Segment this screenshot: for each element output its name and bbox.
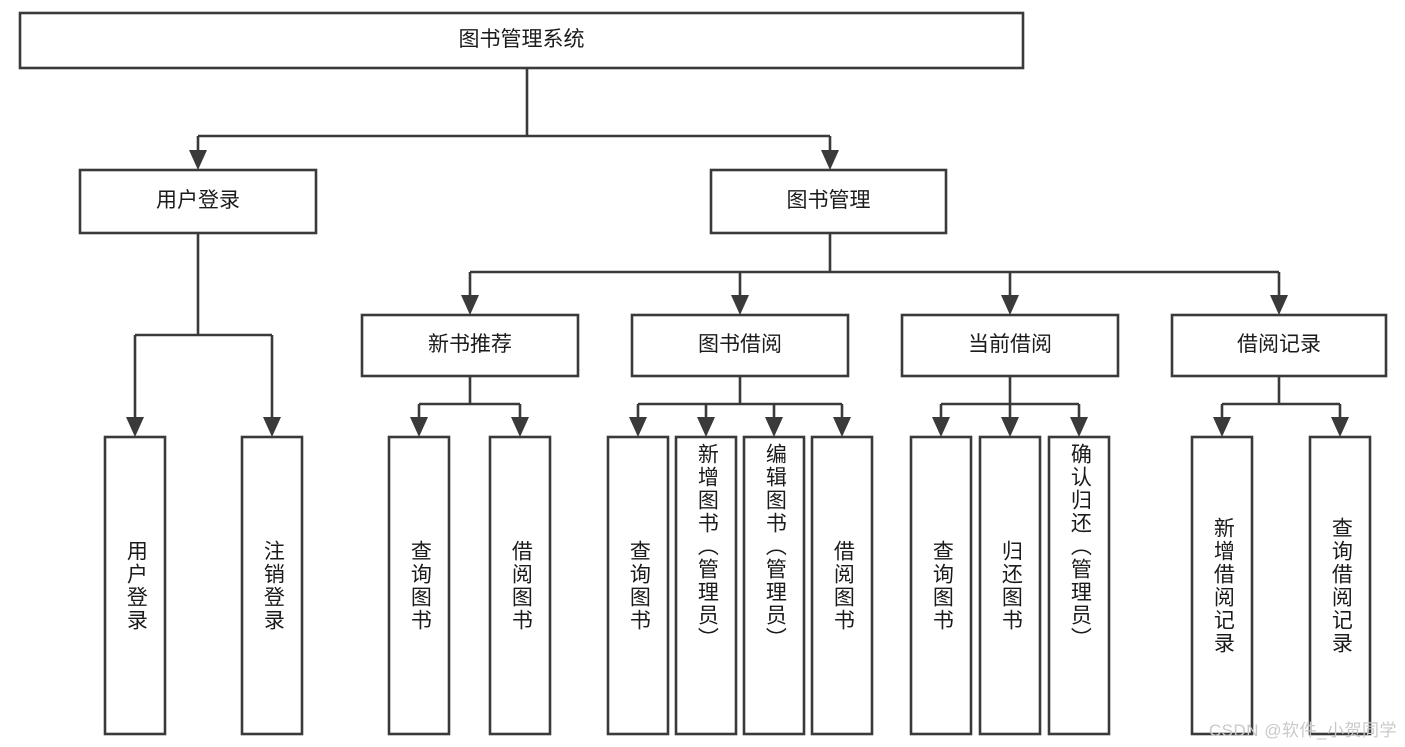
arrow-book-management-l3-3-icon <box>1270 295 1288 315</box>
node-leaf-user-login-0[interactable] <box>103 435 167 736</box>
arrow-book-management-l3-1-icon <box>731 295 749 315</box>
node-leaf-book-borrow-0[interactable] <box>606 435 670 736</box>
node-leaf-current-borrow-1[interactable] <box>978 435 1042 736</box>
node-new-book-recommend[interactable] <box>360 313 580 378</box>
node-leaf-current-borrow-2[interactable] <box>1047 435 1111 736</box>
arrow-new-book-recommend-leaf-0-icon <box>410 417 428 437</box>
node-book-management[interactable] <box>709 168 948 235</box>
node-leaf-new-book-recommend-0[interactable] <box>387 435 451 736</box>
arrow-book-borrow-leaf-1-icon <box>697 417 715 437</box>
node-leaf-borrow-record-0[interactable] <box>1190 435 1254 736</box>
arrow-root-to-user-login-icon <box>189 150 207 170</box>
node-root-book-management-system[interactable] <box>18 11 1025 70</box>
arrow-book-borrow-leaf-0-icon <box>629 417 647 437</box>
node-leaf-new-book-recommend-1[interactable] <box>488 435 552 736</box>
node-leaf-book-borrow-2[interactable] <box>742 435 806 736</box>
arrow-new-book-recommend-leaf-1-icon <box>511 417 529 437</box>
arrow-book-borrow-leaf-2-icon <box>765 417 783 437</box>
arrow-book-borrow-leaf-3-icon <box>833 417 851 437</box>
node-book-borrow[interactable] <box>630 313 850 378</box>
arrow-current-borrow-leaf-0-icon <box>932 417 950 437</box>
node-leaf-user-login-1[interactable] <box>240 435 304 736</box>
node-leaf-book-borrow-3[interactable] <box>810 435 874 736</box>
node-leaf-borrow-record-1[interactable] <box>1308 435 1372 736</box>
arrow-user-login-leaf-1-icon <box>263 417 281 437</box>
arrow-current-borrow-leaf-1-icon <box>1001 417 1019 437</box>
node-leaf-current-borrow-0[interactable] <box>909 435 973 736</box>
node-borrow-record[interactable] <box>1170 313 1388 378</box>
arrow-current-borrow-leaf-2-icon <box>1070 417 1088 437</box>
node-current-borrow[interactable] <box>900 313 1120 378</box>
arrow-book-management-l3-2-icon <box>1001 295 1019 315</box>
arrow-root-to-book-management-icon <box>821 150 839 170</box>
node-leaf-book-borrow-1[interactable] <box>674 435 738 736</box>
arrow-user-login-leaf-0-icon <box>126 417 144 437</box>
node-user-login[interactable] <box>78 168 318 235</box>
arrow-borrow-record-leaf-1-icon <box>1331 417 1349 437</box>
arrow-borrow-record-leaf-0-icon <box>1213 417 1231 437</box>
arrow-book-management-l3-0-icon <box>461 295 479 315</box>
